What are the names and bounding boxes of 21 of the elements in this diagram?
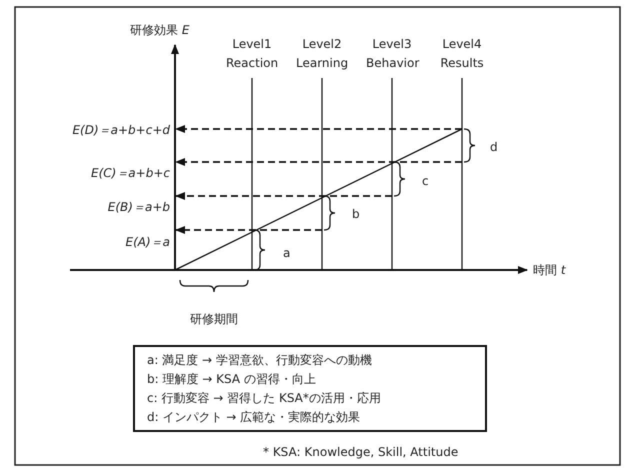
legend-row-text: d: インパクト → 広範な・実際的な効果 xyxy=(147,409,362,426)
legend-row-text: a: 満足度 → 学習意欲、行動変容への動機 xyxy=(147,352,373,369)
value-label: E(A)＝a xyxy=(125,234,170,251)
value-label: E(C)＝a+b+c xyxy=(90,165,170,182)
level-label: Level1 Reaction xyxy=(226,36,278,72)
level-label: Level2 Learning xyxy=(296,36,348,72)
level-label: Level3 Behavior xyxy=(366,36,418,72)
legend-row-text: b: 理解度 → KSA の習得・向上 xyxy=(147,371,317,388)
brace-label: a xyxy=(283,246,290,260)
axis-label: 研修効果 E xyxy=(130,22,190,39)
legend-row-text: c: 行動変容 → 習得した KSA*の活用・応用 xyxy=(147,390,382,407)
brace-label: c xyxy=(422,174,429,188)
brace-label: b xyxy=(352,207,360,221)
value-label: E(B)＝a+b xyxy=(108,199,170,216)
footnote: * KSA: Knowledge, Skill, Attitude xyxy=(263,445,458,459)
value-label: E(D)＝a+b+c+d xyxy=(72,122,170,139)
period-label: 研修期間 xyxy=(190,311,238,328)
level-label: Level4 Results xyxy=(439,36,485,72)
legend-box xyxy=(133,345,487,432)
axis-label: 時間 t xyxy=(533,262,566,279)
brace-label: d xyxy=(490,140,498,154)
